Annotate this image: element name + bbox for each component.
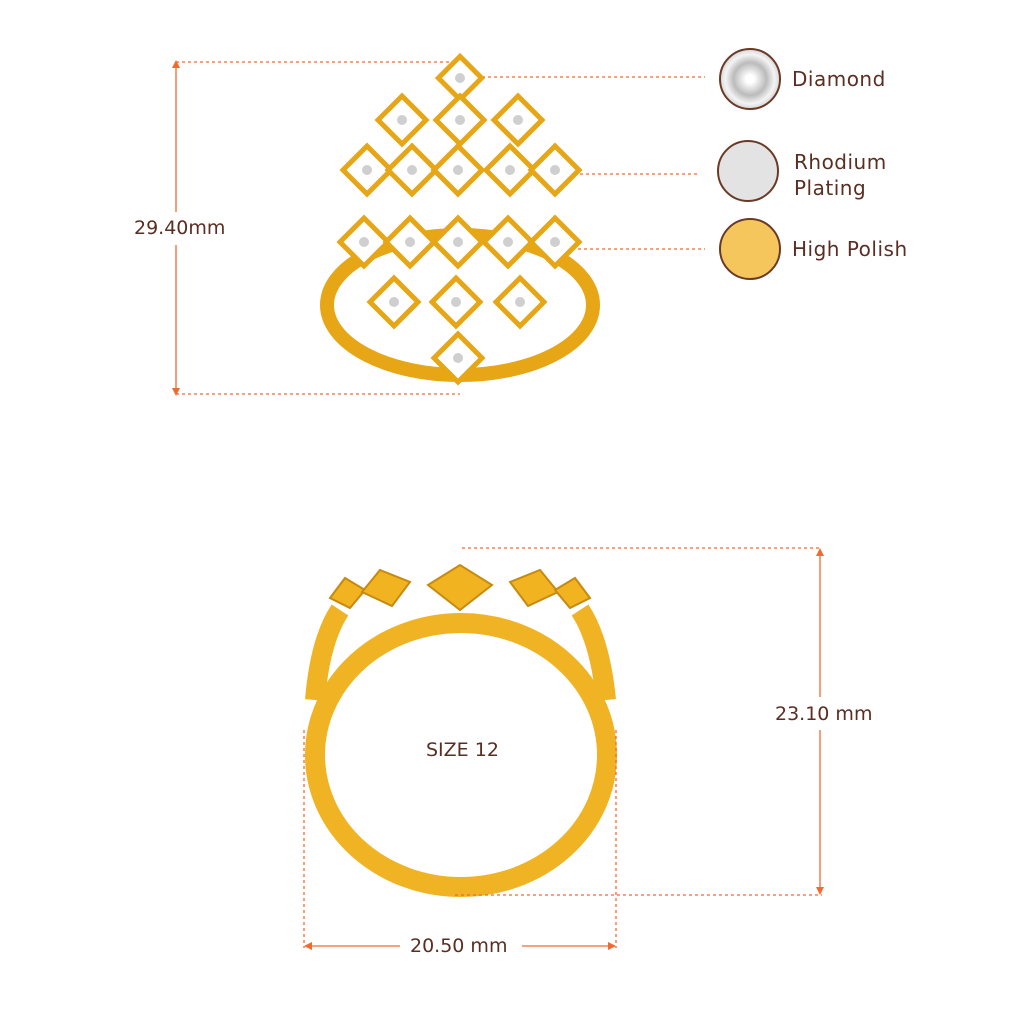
rhodium-swatch-icon [717, 140, 779, 202]
height-dimension-top [172, 60, 705, 396]
ring-side-view [305, 563, 617, 897]
diamond-stone [362, 165, 372, 175]
diamond-stone [453, 237, 463, 247]
width-label: 20.50 mm [410, 935, 508, 957]
diamond-stone [550, 165, 560, 175]
diamond-stone [407, 165, 417, 175]
diamond-stone [405, 237, 415, 247]
diamond-stone [453, 353, 463, 363]
legend-high-polish-label: High Polish [792, 237, 908, 261]
diamond-stone [550, 237, 560, 247]
legend-rhodium-label: Rhodium Plating [794, 149, 887, 201]
ring-size-label: SIZE 12 [426, 739, 499, 761]
diamond-stone [505, 165, 515, 175]
legend-rhodium-line2: Plating [794, 176, 867, 200]
diamond-stone [453, 165, 463, 175]
ring-top-view [320, 52, 600, 386]
diamond-stone [515, 297, 525, 307]
diamond-stone [455, 73, 465, 83]
legend-rhodium-line1: Rhodium [794, 150, 887, 174]
diamond-stone [455, 115, 465, 125]
diamond-stone [397, 115, 407, 125]
diamond-stone [359, 237, 369, 247]
side-height-label: 23.10 mm [775, 703, 873, 725]
height-dimension-side [455, 547, 824, 896]
diamond-stone [389, 297, 399, 307]
diamond-stone [513, 115, 523, 125]
diamond-stone [451, 297, 461, 307]
diamond-stone [503, 237, 513, 247]
diamond-swatch-icon [719, 48, 781, 110]
width-dimension [303, 730, 617, 950]
legend-diamond-label: Diamond [792, 67, 886, 91]
top-height-label: 29.40mm [134, 217, 226, 239]
gold-swatch-icon [719, 218, 781, 280]
